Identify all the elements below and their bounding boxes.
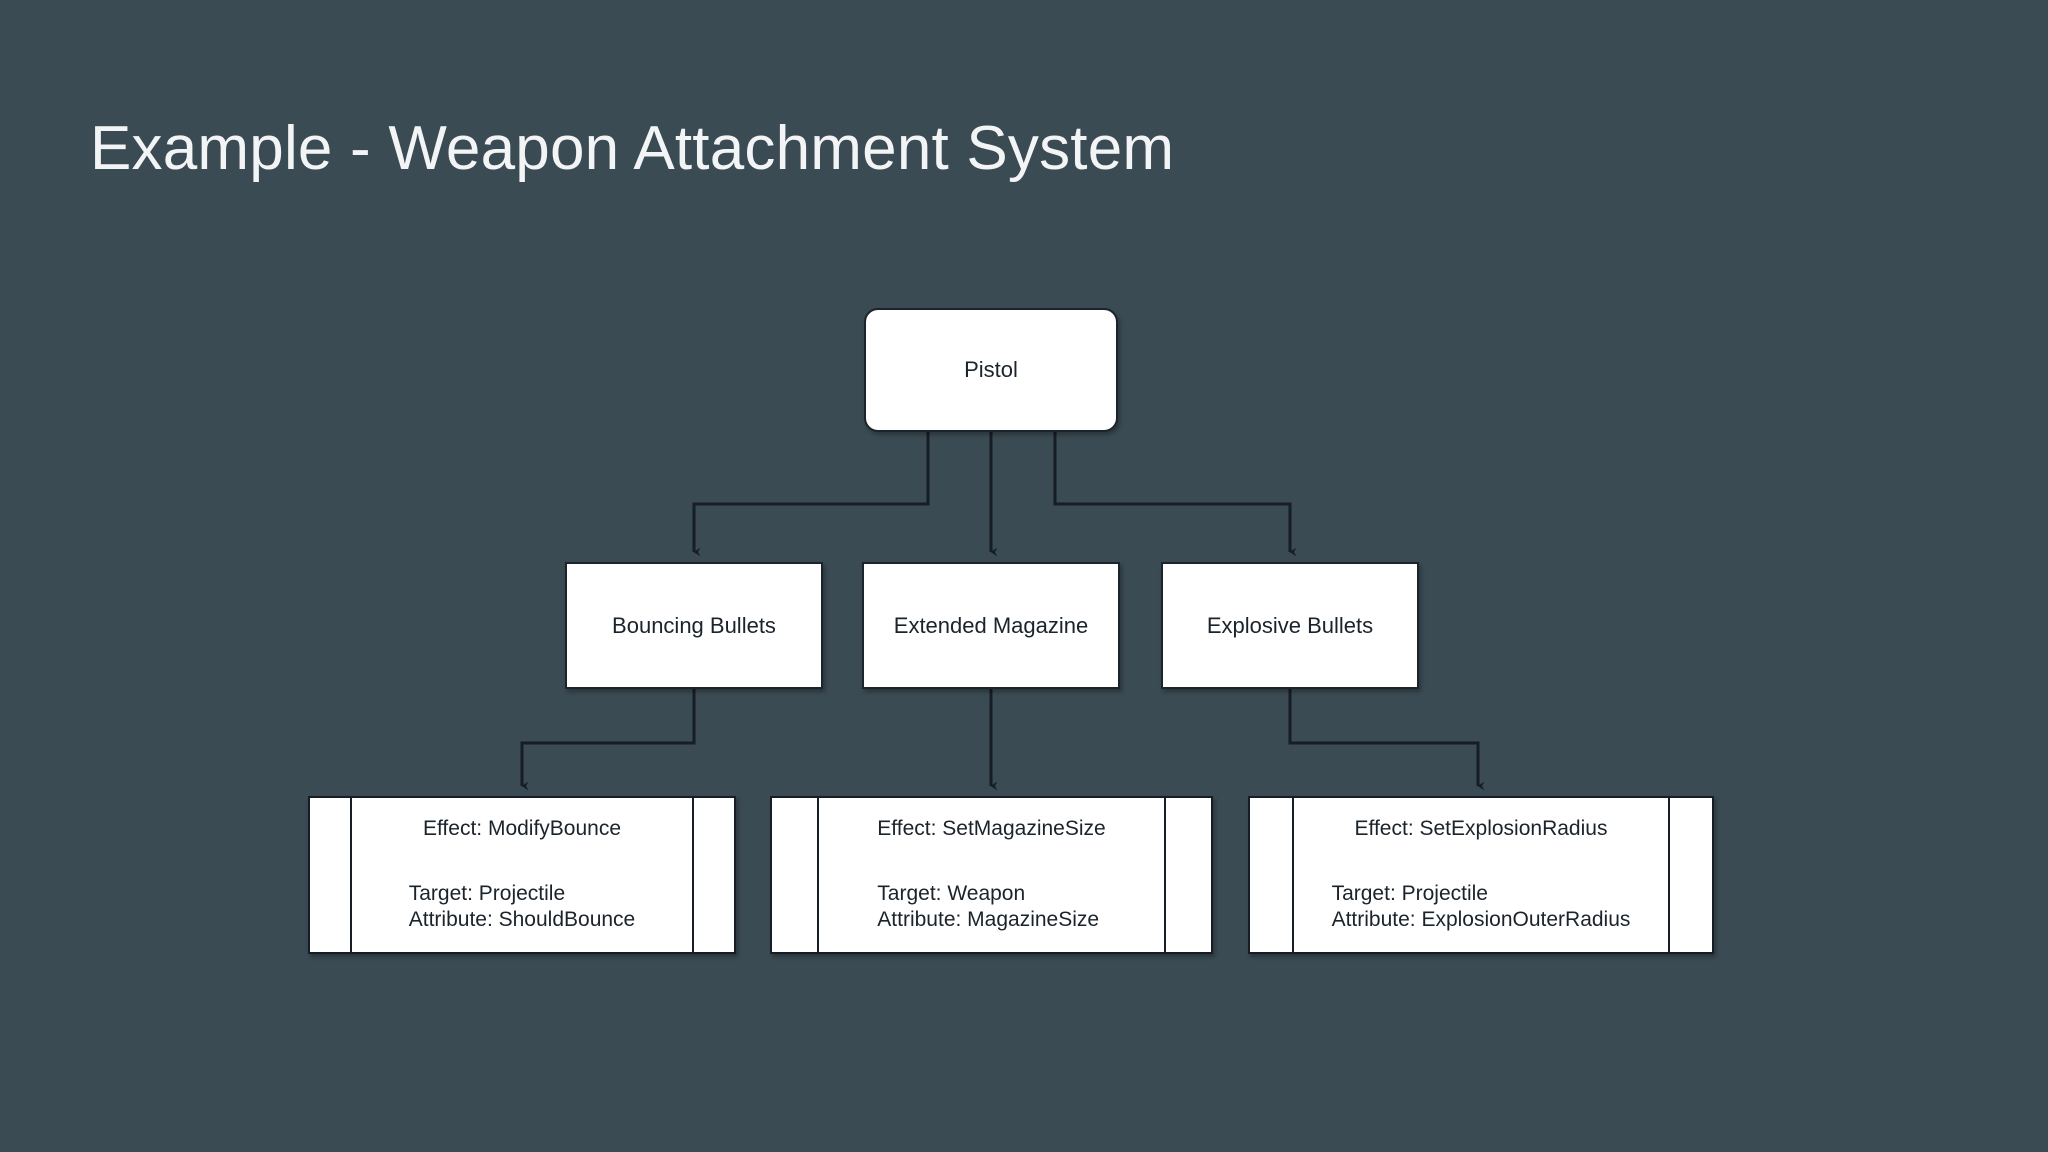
effect-name-set-explosion-radius: Effect: SetExplosionRadius	[1354, 816, 1608, 840]
effect-body-modify-bounce: Effect: ModifyBounce Target: Projectile …	[409, 816, 636, 935]
edge-pistol-to-bouncing-bullets	[692, 432, 930, 557]
node-explosive-bullets-label: Explosive Bullets	[1206, 612, 1374, 638]
effect-panel-set-explosion-radius: Effect: SetExplosionRadius Target: Proje…	[1292, 796, 1670, 954]
node-effect-set-explosion-radius[interactable]: Effect: SetExplosionRadius Target: Proje…	[1248, 796, 1714, 954]
node-pistol[interactable]: Pistol	[864, 308, 1118, 432]
node-effect-set-magazine-size[interactable]: Effect: SetMagazineSize Target: Weapon A…	[770, 796, 1213, 954]
node-extended-magazine-label: Extended Magazine	[893, 612, 1089, 638]
node-effect-modify-bounce[interactable]: Effect: ModifyBounce Target: Projectile …	[308, 796, 736, 954]
node-bouncing-bullets[interactable]: Bouncing Bullets	[565, 562, 823, 689]
edge-explosive-bullets-to-set-explosion-radius	[1288, 689, 1485, 791]
effect-name-set-magazine-size: Effect: SetMagazineSize	[877, 816, 1106, 840]
page-title: Example - Weapon Attachment System	[90, 114, 1175, 183]
effect-name-modify-bounce: Effect: ModifyBounce	[422, 816, 622, 840]
effect-target-set-explosion-radius: Target: Projectile	[1331, 881, 1488, 905]
node-bouncing-bullets-label: Bouncing Bullets	[612, 612, 776, 638]
effect-panel-modify-bounce: Effect: ModifyBounce Target: Projectile …	[350, 796, 694, 954]
node-extended-magazine[interactable]: Extended Magazine	[862, 562, 1120, 689]
effect-attribute-set-magazine-size: Attribute: MagazineSize	[877, 908, 1100, 932]
effect-body-set-magazine-size: Effect: SetMagazineSize Target: Weapon A…	[877, 816, 1105, 935]
node-pistol-label: Pistol	[964, 357, 1018, 382]
effect-attribute-set-explosion-radius: Attribute: ExplosionOuterRadius	[1331, 908, 1631, 932]
effect-target-set-magazine-size: Target: Weapon	[877, 881, 1026, 905]
edge-pistol-to-explosive-bullets	[1053, 432, 1297, 557]
edge-bouncing-bullets-to-modify-bounce	[520, 689, 696, 791]
effect-panel-set-magazine-size: Effect: SetMagazineSize Target: Weapon A…	[817, 796, 1166, 954]
node-explosive-bullets[interactable]: Explosive Bullets	[1161, 562, 1419, 689]
effect-target-modify-bounce: Target: Projectile	[408, 881, 566, 905]
effect-body-set-explosion-radius: Effect: SetExplosionRadius Target: Proje…	[1332, 816, 1631, 935]
effect-attribute-modify-bounce: Attribute: ShouldBounce	[408, 908, 636, 932]
